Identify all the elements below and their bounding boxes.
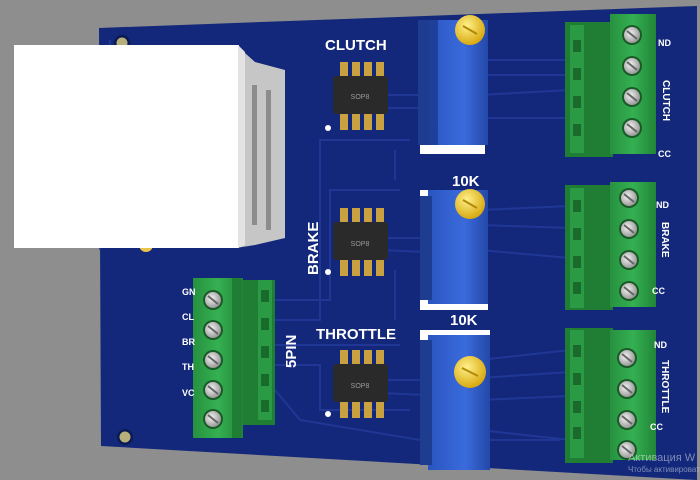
pin-label: GN	[182, 287, 196, 297]
label-pot3-value: 10K	[450, 312, 478, 329]
terminal-label: BRAKE	[659, 222, 670, 258]
watermark-line2: Чтобы активировать	[628, 465, 700, 474]
pin-label: CC	[658, 149, 671, 159]
terminal-label: CLUTCH	[660, 80, 671, 121]
trimmer-pot-throttle	[420, 330, 490, 470]
pin-label: CL	[182, 312, 194, 322]
ic-brake: SOP8	[325, 208, 388, 276]
terminal-label: THROTTLE	[659, 360, 670, 414]
pin-label: ND	[656, 200, 669, 210]
label-brake: BRAKE	[305, 222, 322, 275]
trimmer-pot-clutch	[418, 15, 488, 154]
label-5pin: 5PIN	[283, 335, 300, 368]
label-throttle: THROTTLE	[316, 326, 396, 343]
ic-clutch: SOP8	[325, 62, 388, 131]
pin-label: CC	[650, 422, 663, 432]
rj-connector	[14, 45, 285, 248]
ic-marking: SOP8	[351, 94, 370, 101]
ic-marking: SOP8	[351, 383, 370, 390]
pin-label: VC	[182, 388, 195, 398]
terminal-block-5pin: GN CL BR TH VC	[182, 278, 275, 438]
pin-label: BR	[182, 337, 195, 347]
watermark-line1: Активация W	[628, 452, 696, 464]
terminal-block-brake: ND BRAKE CC	[565, 182, 670, 310]
label-clutch: CLUTCH	[325, 37, 387, 54]
terminal-block-throttle: ND THROTTLE CC	[565, 328, 670, 463]
ic-throttle: SOP8	[325, 350, 388, 418]
activation-watermark: Активация W Чтобы активировать	[628, 452, 700, 476]
pin-label: CC	[652, 286, 665, 296]
pin-label: TH	[182, 362, 194, 372]
pin-label: ND	[654, 340, 667, 350]
trimmer-pot-brake	[420, 189, 488, 310]
label-pot2-value: 10K	[452, 173, 480, 190]
terminal-block-clutch: ND CLUTCH CC	[565, 14, 671, 159]
pin-label: ND	[658, 38, 671, 48]
ic-marking: SOP8	[351, 241, 370, 248]
